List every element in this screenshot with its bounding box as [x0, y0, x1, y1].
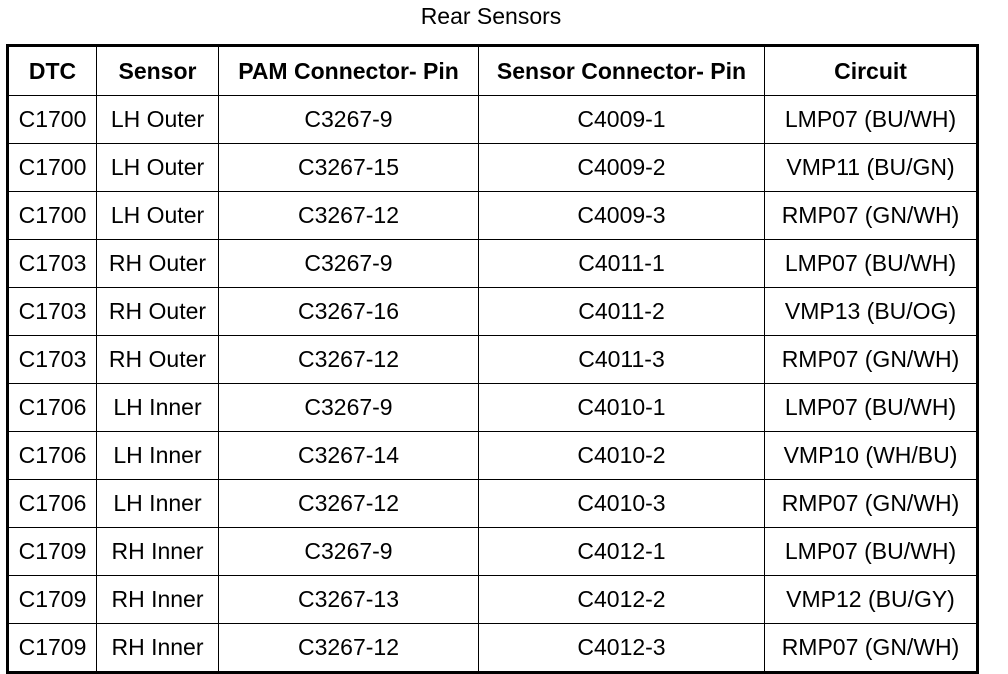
cell-sensor-connector-pin: C4009-2 [478, 143, 765, 192]
cell-sensor: LH Inner [96, 479, 219, 528]
cell-dtc: C1706 [7, 479, 97, 528]
cell-sensor-connector-pin: C4011-3 [478, 335, 765, 384]
cell-sensor: LH Inner [96, 431, 219, 480]
page-title: Rear Sensors [420, 3, 562, 29]
cell-circuit: RMP07 (GN/WH) [764, 479, 978, 528]
cell-sensor-connector-pin: C4011-1 [478, 239, 765, 288]
cell-dtc: C1700 [7, 143, 97, 192]
cell-pam-connector-pin: C3267-16 [218, 287, 479, 336]
cell-sensor: RH Outer [96, 239, 219, 288]
cell-dtc: C1706 [7, 383, 97, 432]
cell-dtc: C1709 [7, 527, 97, 576]
cell-sensor: LH Outer [96, 143, 219, 192]
header-row: DTC Sensor PAM Connector- Pin Sensor Con… [7, 45, 978, 96]
header-sensor-connector-pin: Sensor Connector- Pin [478, 45, 765, 96]
cell-pam-connector-pin: C3267-9 [218, 95, 479, 144]
cell-dtc: C1709 [7, 575, 97, 624]
cell-dtc: C1700 [7, 191, 97, 240]
cell-circuit: LMP07 (BU/WH) [764, 383, 978, 432]
cell-pam-connector-pin: C3267-12 [218, 623, 479, 673]
cell-circuit: RMP07 (GN/WH) [764, 191, 978, 240]
cell-dtc: C1703 [7, 335, 97, 384]
table-header: DTC Sensor PAM Connector- Pin Sensor Con… [7, 45, 978, 96]
cell-sensor: RH Outer [96, 287, 219, 336]
cell-dtc: C1703 [7, 239, 97, 288]
cell-pam-connector-pin: C3267-12 [218, 479, 479, 528]
cell-dtc: C1706 [7, 431, 97, 480]
cell-circuit: VMP10 (WH/BU) [764, 431, 978, 480]
cell-circuit: LMP07 (BU/WH) [764, 527, 978, 576]
cell-sensor-connector-pin: C4010-1 [478, 383, 765, 432]
cell-pam-connector-pin: C3267-9 [218, 383, 479, 432]
cell-circuit: VMP13 (BU/OG) [764, 287, 978, 336]
cell-circuit: LMP07 (BU/WH) [764, 239, 978, 288]
cell-sensor-connector-pin: C4012-3 [478, 623, 765, 673]
cell-sensor: LH Outer [96, 95, 219, 144]
cell-sensor: RH Inner [96, 575, 219, 624]
cell-sensor: RH Inner [96, 527, 219, 576]
cell-pam-connector-pin: C3267-12 [218, 191, 479, 240]
cell-circuit: LMP07 (BU/WH) [764, 95, 978, 144]
cell-dtc: C1703 [7, 287, 97, 336]
rear-sensors-table: DTC Sensor PAM Connector- Pin Sensor Con… [6, 44, 979, 674]
cell-sensor-connector-pin: C4010-3 [478, 479, 765, 528]
cell-pam-connector-pin: C3267-14 [218, 431, 479, 480]
header-dtc: DTC [7, 45, 97, 96]
cell-sensor: LH Inner [96, 383, 219, 432]
cell-sensor-connector-pin: C4009-3 [478, 191, 765, 240]
cell-pam-connector-pin: C3267-12 [218, 335, 479, 384]
cell-sensor-connector-pin: C4012-2 [478, 575, 765, 624]
cell-pam-connector-pin: C3267-13 [218, 575, 479, 624]
cell-sensor: LH Outer [96, 191, 219, 240]
cell-sensor-connector-pin: C4009-1 [478, 95, 765, 144]
cell-circuit: VMP12 (BU/GY) [764, 575, 978, 624]
cell-circuit: RMP07 (GN/WH) [764, 335, 978, 384]
cell-sensor-connector-pin: C4010-2 [478, 431, 765, 480]
cell-sensor: RH Inner [96, 623, 219, 673]
header-circuit: Circuit [764, 45, 978, 96]
cell-sensor: RH Outer [96, 335, 219, 384]
cell-pam-connector-pin: C3267-15 [218, 143, 479, 192]
cell-dtc: C1709 [7, 623, 97, 673]
cell-circuit: VMP11 (BU/GN) [764, 143, 978, 192]
header-sensor: Sensor [96, 45, 219, 96]
cell-sensor-connector-pin: C4011-2 [478, 287, 765, 336]
cell-circuit: RMP07 (GN/WH) [764, 623, 978, 673]
header-pam-connector-pin: PAM Connector- Pin [218, 45, 479, 96]
cell-sensor-connector-pin: C4012-1 [478, 527, 765, 576]
cell-pam-connector-pin: C3267-9 [218, 239, 479, 288]
cell-dtc: C1700 [7, 95, 97, 144]
cell-pam-connector-pin: C3267-9 [218, 527, 479, 576]
